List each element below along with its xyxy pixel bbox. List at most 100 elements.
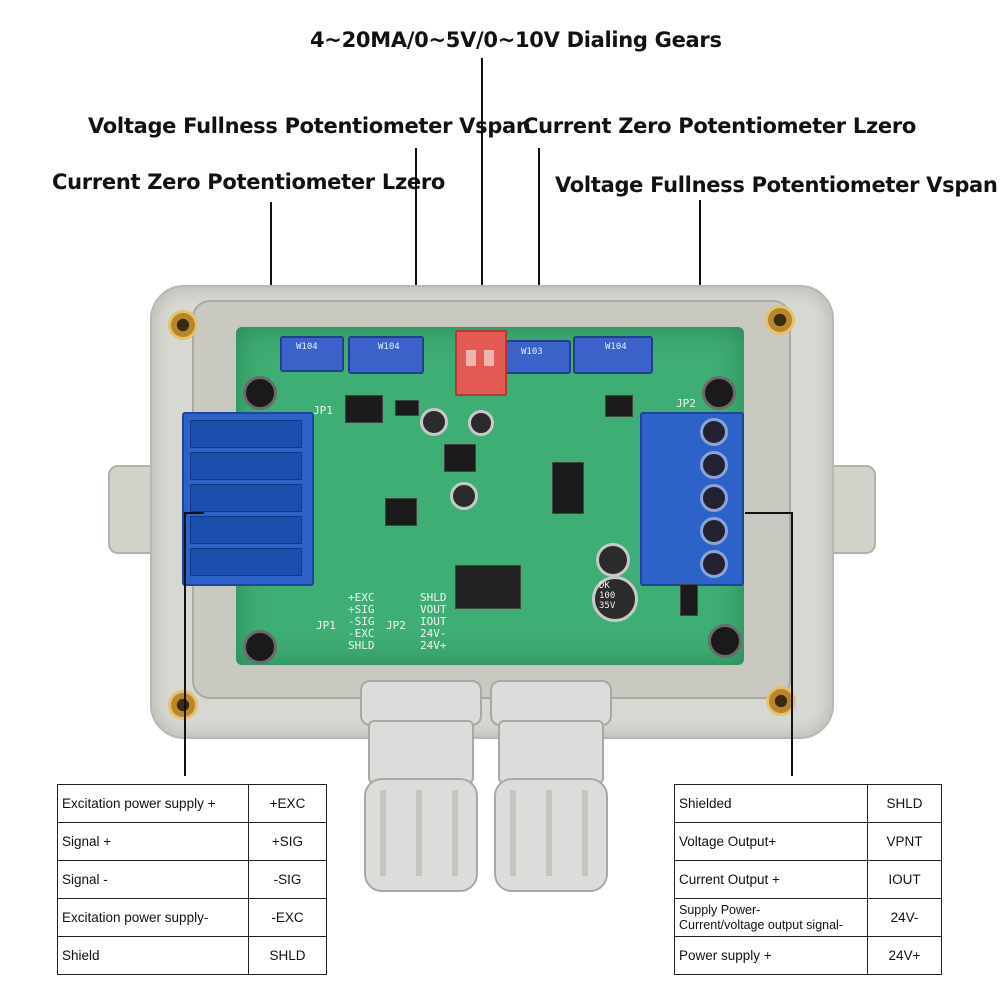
dip-switch-range-select[interactable]: [455, 330, 507, 396]
pot-label: W104: [296, 342, 318, 352]
pcb-mount-screw-tr: [702, 376, 736, 410]
terminal-slot: [190, 484, 302, 512]
potentiometer-lzero-right[interactable]: W103: [505, 340, 571, 374]
dip-lever-1[interactable]: [466, 350, 476, 366]
pin-function: Excitation power supply +: [57, 784, 249, 823]
leader-jp1-table-tail: [184, 512, 204, 514]
screw-hole-top-left: [168, 310, 198, 340]
leader-lzero-left: [270, 202, 272, 340]
jp1-header-label: JP1: [313, 404, 333, 417]
pin-code: 24V-: [867, 898, 942, 937]
gland-rib: [416, 790, 422, 876]
terminal-slot: [190, 548, 302, 576]
callout-lzero-left: Current Zero Potentiometer Lzero: [52, 170, 445, 194]
electrolytic-capacitor-large: DK 100 35V: [592, 576, 638, 622]
leader-dial-gears: [481, 58, 483, 320]
ic-chip: [395, 400, 419, 416]
terminal-screw[interactable]: [700, 451, 728, 479]
jp2-pinout-table: Shielded SHLD Voltage Output+ VPNT Curre…: [674, 784, 942, 975]
terminal-screw[interactable]: [700, 484, 728, 512]
terminal-slot: [190, 452, 302, 480]
gland-rib: [452, 790, 458, 876]
screw-hole-top-right: [765, 305, 795, 335]
ic-chip: [345, 395, 383, 423]
pin-function: Voltage Output+: [674, 822, 868, 861]
jp2-silk-label: JP2: [386, 619, 406, 632]
voltage-regulator: [455, 565, 521, 609]
gland-rib: [380, 790, 386, 876]
gland-rib: [582, 790, 588, 876]
pin-function: Shielded: [674, 784, 868, 823]
pin-function: Power supply +: [674, 936, 868, 975]
pin-code: IOUT: [867, 860, 942, 899]
pot-label: W103: [521, 347, 543, 357]
pin-code: -SIG: [248, 860, 327, 899]
table-row: Excitation power supply- -EXC: [57, 898, 327, 937]
leader-vspan-right: [699, 200, 701, 360]
leader-jp1-table: [184, 512, 186, 776]
capacitor-marking: DK 100 35V: [599, 581, 616, 611]
pin-code: SHLD: [248, 936, 327, 975]
terminal-slot: [190, 516, 302, 544]
table-row: Current Output + IOUT: [674, 860, 942, 899]
electrolytic-capacitor: [468, 410, 494, 436]
table-row: Signal + +SIG: [57, 822, 327, 861]
cable-gland-left: [360, 680, 482, 726]
table-row: Shield SHLD: [57, 936, 327, 975]
pin-code: +SIG: [248, 822, 327, 861]
table-row: Signal - -SIG: [57, 860, 327, 899]
callout-lzero-right: Current Zero Potentiometer Lzero: [523, 114, 916, 138]
pin-function: Supply Power- Current/voltage output sig…: [674, 898, 868, 937]
fuse: [680, 584, 698, 616]
table-row: Supply Power- Current/voltage output sig…: [674, 898, 942, 937]
potentiometer-vspan-right[interactable]: W104: [573, 336, 653, 374]
table-row: Shielded SHLD: [674, 784, 942, 823]
ic-chip: [385, 498, 417, 526]
terminal-screw[interactable]: [700, 517, 728, 545]
pin-code: 24V+: [867, 936, 942, 975]
pin-function: Excitation power supply-: [57, 898, 249, 937]
jp1-pinout-table: Excitation power supply + +EXC Signal + …: [57, 784, 327, 975]
cable-gland-nut-left: [368, 720, 474, 784]
leader-lzero-right: [538, 148, 540, 343]
pin-function: Current Output +: [674, 860, 868, 899]
pin-code: -EXC: [248, 898, 327, 937]
screw-hole-bottom-left: [168, 690, 198, 720]
leader-jp2-table-tail: [745, 512, 792, 514]
terminal-block-jp2[interactable]: [640, 412, 744, 586]
pcb-mount-screw-br: [708, 624, 742, 658]
electrolytic-capacitor: [420, 408, 448, 436]
pin-function-line2: Current/voltage output signal-: [679, 917, 843, 932]
pin-function: Signal -: [57, 860, 249, 899]
jp1-silk-label: JP1: [316, 619, 336, 632]
electrolytic-capacitor: [450, 482, 478, 510]
terminal-screw[interactable]: [700, 550, 728, 578]
table-row: Voltage Output+ VPNT: [674, 822, 942, 861]
ic-chip: [444, 444, 476, 472]
callout-vspan-right: Voltage Fullness Potentiometer Vspan: [555, 173, 998, 197]
leader-jp2-table: [791, 512, 793, 776]
ic-chip: [605, 395, 633, 417]
terminal-screw[interactable]: [700, 418, 728, 446]
gland-rib: [510, 790, 516, 876]
jp2-pin-labels: SHLD VOUT IOUT 24V- 24V+: [420, 591, 447, 652]
pin-code: +EXC: [248, 784, 327, 823]
callout-vspan-left: Voltage Fullness Potentiometer Vspan: [88, 114, 531, 138]
pin-code: VPNT: [867, 822, 942, 861]
pot-label: W104: [605, 342, 627, 352]
potentiometer-vspan-left[interactable]: W104: [348, 336, 424, 374]
terminal-slot: [190, 420, 302, 448]
table-row: Excitation power supply + +EXC: [57, 784, 327, 823]
ic-chip: [552, 462, 584, 514]
pin-function: Shield: [57, 936, 249, 975]
potentiometer-lzero-left[interactable]: W104: [280, 336, 344, 372]
pin-code: SHLD: [867, 784, 942, 823]
table-row: Power supply + 24V+: [674, 936, 942, 975]
electrolytic-capacitor: [596, 543, 630, 577]
pot-label: W104: [378, 342, 400, 352]
pin-function: Signal +: [57, 822, 249, 861]
pin-function-line1: Supply Power-: [679, 902, 761, 917]
leader-vspan-left: [415, 148, 417, 338]
callout-dial-gears: 4~20MA/0~5V/0~10V Dialing Gears: [310, 28, 722, 52]
dip-lever-2[interactable]: [484, 350, 494, 366]
